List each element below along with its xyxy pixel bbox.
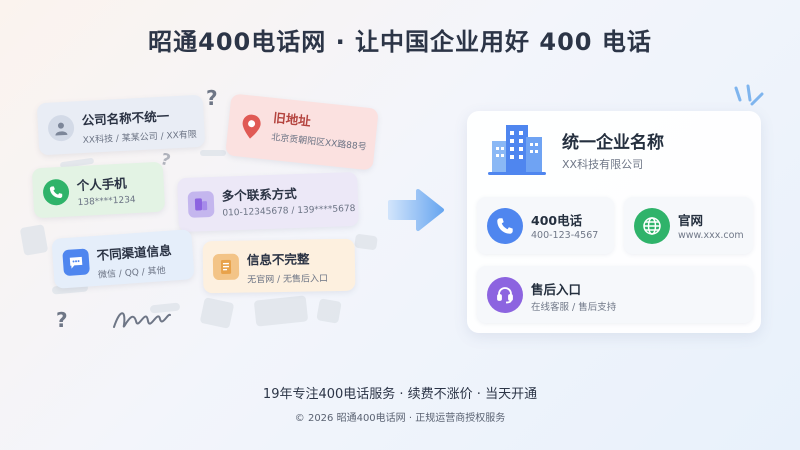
card-subtitle: 138****1234: [77, 195, 136, 209]
page-title: 昭通400电话网 · 让中国企业用好 400 电话: [148, 28, 652, 56]
location-pin-icon: [237, 112, 266, 141]
card-personal-phone: 个人手机 138****1234: [31, 161, 166, 219]
company-subtitle: XX科技有限公司: [562, 158, 644, 171]
tile-subtitle: www.xxx.com: [678, 230, 744, 241]
card-title: 信息不完整: [246, 251, 310, 268]
phone-icon: [42, 178, 70, 206]
card-different-channels: 不同渠道信息 微信 / QQ / 其他: [51, 229, 195, 289]
decor-bar: [19, 224, 49, 256]
sparkle-rays-icon: [734, 84, 764, 106]
document-icon: [212, 253, 240, 281]
tile-subtitle: 在线客服 / 售后支持: [531, 302, 617, 313]
question-mark-icon: ?: [56, 308, 68, 332]
card-subtitle: 无官网 / 无售后入口: [247, 274, 329, 286]
tile-title: 400电话: [531, 213, 583, 228]
card-subtitle: XX科技 / 某某公司 / XX有限: [82, 130, 198, 147]
tile-subtitle: 400-123-4567: [531, 230, 599, 241]
decor-bar: [200, 150, 226, 156]
card-multiple-contacts: 多个联系方式 010-12345678 / 139****5678: [177, 171, 359, 233]
card-subtitle: 010-12345678 / 139****5678: [222, 203, 356, 219]
decor-bar: [316, 298, 342, 324]
tagline: 19年专注400电话服务 · 续费不涨价 · 当天开通: [262, 387, 538, 402]
decor-bar: [199, 297, 235, 329]
phone-icon: [487, 207, 523, 244]
copyright: © 2026 昭通400电话网 · 正规运营商授权服务: [294, 413, 506, 424]
tile-title: 售后入口: [531, 282, 582, 297]
question-mark-icon: ?: [206, 86, 218, 110]
card-title: 多个联系方式: [221, 185, 297, 204]
decor-bar: [354, 233, 378, 251]
arrow-right-icon: [388, 189, 444, 231]
tile-title: 官网: [678, 213, 704, 228]
card-incomplete-info: 信息不完整 无官网 / 无售后入口: [202, 238, 356, 294]
devices-icon: [187, 190, 215, 218]
tile-after-sales: 售后入口 在线客服 / 售后支持: [477, 266, 753, 323]
headset-icon: [487, 276, 523, 313]
tile-400-phone: 400电话 400-123-4567: [477, 197, 614, 254]
card-title: 个人手机: [76, 175, 128, 194]
chat-bubble-icon: [62, 248, 90, 277]
building-icon: [488, 125, 546, 175]
card-old-address: 旧地址 北京贡朝阳区XX路88号: [225, 93, 379, 171]
person-icon: [47, 114, 75, 142]
company-name: 统一企业名称: [562, 133, 664, 153]
card-inconsistent-name: 公司名称不统一 XX科技 / 某某公司 / XX有限: [36, 94, 206, 156]
card-subtitle: 微信 / QQ / 其他: [97, 266, 166, 281]
globe-icon: [634, 207, 670, 244]
card-title: 公司名称不统一: [81, 108, 170, 129]
decor-bar: [253, 295, 309, 327]
tile-website: 官网 www.xxx.com: [624, 197, 753, 254]
squiggle-icon: [113, 312, 171, 328]
card-title: 不同渠道信息: [96, 242, 173, 263]
